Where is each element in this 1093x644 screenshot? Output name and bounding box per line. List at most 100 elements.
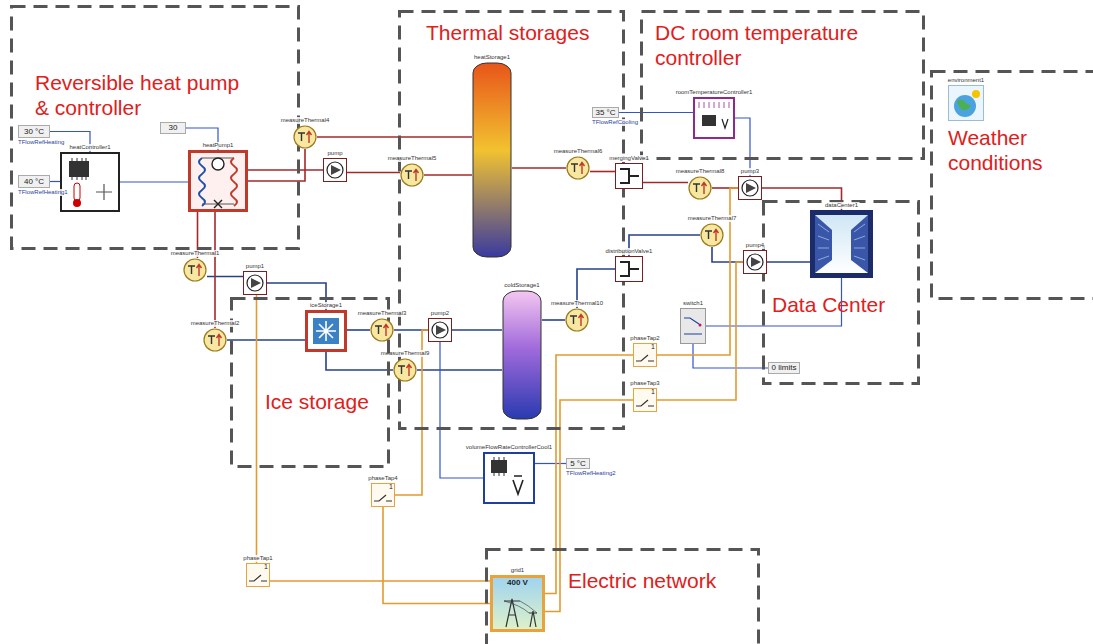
- region-title: Electric network: [568, 568, 748, 593]
- vctrl-icon: [483, 452, 535, 504]
- connector-line: [347, 329, 370, 331]
- connector-line: [256, 295, 258, 563]
- block-name: TFlowRefHeating1: [18, 189, 68, 196]
- thermal-sensor: measureThermal7: [700, 223, 724, 247]
- component-name: pump4: [745, 242, 765, 249]
- cold-storage-tank: coldStorage1: [502, 290, 542, 420]
- component-name: heatStorage1: [473, 54, 511, 61]
- region-title: DC room temperature controller: [655, 20, 885, 70]
- data-center: dataCenter1: [810, 210, 873, 278]
- switch-block: switch1: [680, 308, 706, 344]
- tankH-icon: [472, 62, 512, 258]
- thermal-sensor: measureThermal2: [203, 328, 227, 352]
- component-name: iceStorage1: [309, 302, 343, 309]
- component-name: dataCenter1: [824, 202, 859, 209]
- thermal-sensor: measureThermal3: [370, 318, 394, 342]
- phase-tap: 1phaseTap1: [246, 563, 270, 587]
- connector-line: [120, 181, 188, 182]
- phase-tap: 1phaseTap3: [633, 388, 657, 412]
- merging-valve: mergingValve1: [615, 163, 643, 189]
- component-name: measureThermal10: [550, 300, 604, 307]
- constant-block: 0 limits: [768, 362, 800, 374]
- mt-icon: [565, 308, 589, 332]
- constant-block: 5 °CTFlowRefHeating2: [566, 458, 590, 469]
- component-name: measureThermal7: [687, 215, 738, 222]
- component-name: measureThermal4: [280, 117, 331, 124]
- weather-icon: environment1: [948, 85, 984, 121]
- thermal-sensor: measureThermal9: [393, 358, 417, 382]
- component-name: measureThermal8: [675, 168, 726, 175]
- component-name: measureThermal2: [190, 320, 241, 327]
- region-icon: [10, 5, 300, 250]
- room-icon: [693, 97, 735, 139]
- mt-icon: [700, 223, 724, 247]
- constant-block: 30: [160, 122, 186, 134]
- connector-line: [207, 276, 243, 278]
- phase-tap: 1phaseTap4: [371, 483, 395, 507]
- dashed-region: Thermal storagesheatStorage1coldStorage1…: [398, 10, 625, 430]
- connector-line: [440, 342, 483, 478]
- dashed-region: DC room temperature controllerroomTemper…: [640, 10, 925, 160]
- region-title: Ice storage: [265, 389, 385, 414]
- component-name: phaseTap2: [629, 335, 660, 342]
- dc-icon: [810, 210, 873, 278]
- component-name: mergingValve1: [608, 155, 650, 162]
- flow-controller: volumeFlowRateControllerCool1: [483, 452, 535, 504]
- region-title: Data Center: [772, 292, 912, 317]
- component-name: pump: [326, 150, 343, 157]
- component-name: pump2: [430, 310, 450, 317]
- connector-line: [542, 319, 565, 321]
- mt-icon: [370, 318, 394, 342]
- connector-line: [383, 507, 490, 604]
- pump-icon: [428, 318, 452, 342]
- component-name: switch1: [682, 300, 704, 307]
- pump-symbol: pump3: [738, 176, 762, 200]
- component-name: environment1: [947, 77, 985, 84]
- component-name: phaseTap1: [242, 555, 273, 562]
- constant-value: 5 °C: [570, 458, 586, 469]
- connector-line: [248, 169, 323, 171]
- component-name: phaseTap4: [367, 475, 398, 482]
- connector-line: [227, 339, 305, 341]
- component-name: measureThermal1: [170, 250, 221, 257]
- connector-line: [643, 182, 688, 184]
- constant-value: 30 °C: [24, 125, 44, 138]
- thermal-sensor: measureThermal6: [566, 156, 590, 180]
- thermal-sensor: measureThermal4: [293, 125, 317, 149]
- mt-icon: [566, 156, 590, 180]
- phase-tap: 1phaseTap2: [633, 343, 657, 367]
- gain-value: 1: [651, 343, 655, 351]
- constant-block: 35 °CTFlowRefCooling: [592, 107, 619, 118]
- region-title: Weather conditions: [948, 125, 1088, 175]
- mt-icon: [293, 125, 317, 149]
- connector-line: [657, 262, 743, 400]
- component-name: grid1: [510, 567, 525, 574]
- connector-line: [417, 369, 502, 371]
- mt-icon: [400, 163, 424, 187]
- thermal-sensor: measureThermal10: [565, 308, 589, 332]
- mt-icon: [183, 258, 207, 282]
- connector-line: [657, 188, 738, 355]
- constant-value: 35 °C: [595, 107, 615, 118]
- region-title: Reversible heat pump & controller: [35, 70, 257, 120]
- pump-symbol: pump2: [428, 318, 452, 342]
- component-name: coldStorage1: [503, 282, 540, 289]
- pump-symbol: pump: [323, 158, 347, 182]
- component-name: heatController1: [68, 144, 111, 151]
- dashed-region: Electric network400 Vgrid1: [485, 548, 760, 644]
- connector-line: [512, 167, 566, 169]
- connector-line: [347, 172, 400, 174]
- block-name: TFlowRefCooling: [592, 119, 638, 126]
- dashed-region: Data Center dataCenter1: [762, 200, 920, 385]
- block-name: TFlowRefHeating2: [566, 470, 616, 477]
- connector-line: [214, 212, 216, 328]
- hp-icon: [188, 150, 248, 212]
- component-name: volumeFlowRateControllerCool1: [465, 444, 553, 451]
- controller-block: heatController1: [60, 152, 120, 212]
- pump-symbol: pump1: [243, 271, 267, 295]
- connector-line: [424, 174, 472, 176]
- constant-value: 30: [169, 122, 178, 134]
- distribution-valve: distributionValve1: [615, 256, 643, 282]
